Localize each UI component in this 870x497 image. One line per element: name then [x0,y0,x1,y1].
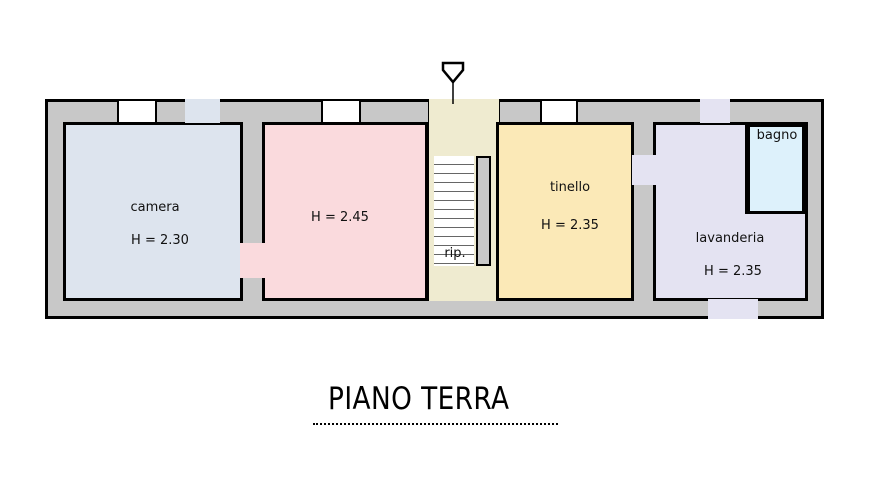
window [117,101,157,122]
door-opening-internal[interactable] [240,243,265,278]
stair-wall [476,156,491,266]
room-lavanderia-height: H = 2.35 [704,264,762,279]
room-tinello [496,122,634,301]
door-opening-tinello-lav[interactable] [632,155,656,185]
room-camera [63,122,243,301]
door-opening-lavanderia-bottom[interactable] [708,299,758,319]
door-opening-lavanderia-top[interactable] [700,99,730,123]
room-rip-label: rip. [444,246,466,261]
room-bagno [745,124,805,214]
stairs [434,156,474,266]
door-opening-camera[interactable] [185,99,220,123]
room-lavanderia-label: lavanderia [695,231,765,246]
room-tinello-height: H = 2.35 [541,218,599,233]
room-pink [262,122,428,301]
room-camera-label: camera [130,200,180,215]
room-bagno-label: bagno [756,128,798,143]
room-tinello-label: tinello [549,180,591,195]
title-underline [313,423,558,425]
room-camera-height: H = 2.30 [131,233,189,248]
room-pink-height: H = 2.45 [311,210,369,225]
plan-title: PIANO TERRA [328,381,510,417]
entrance-arrow-icon [440,60,466,109]
window [321,101,361,122]
window [540,101,578,122]
